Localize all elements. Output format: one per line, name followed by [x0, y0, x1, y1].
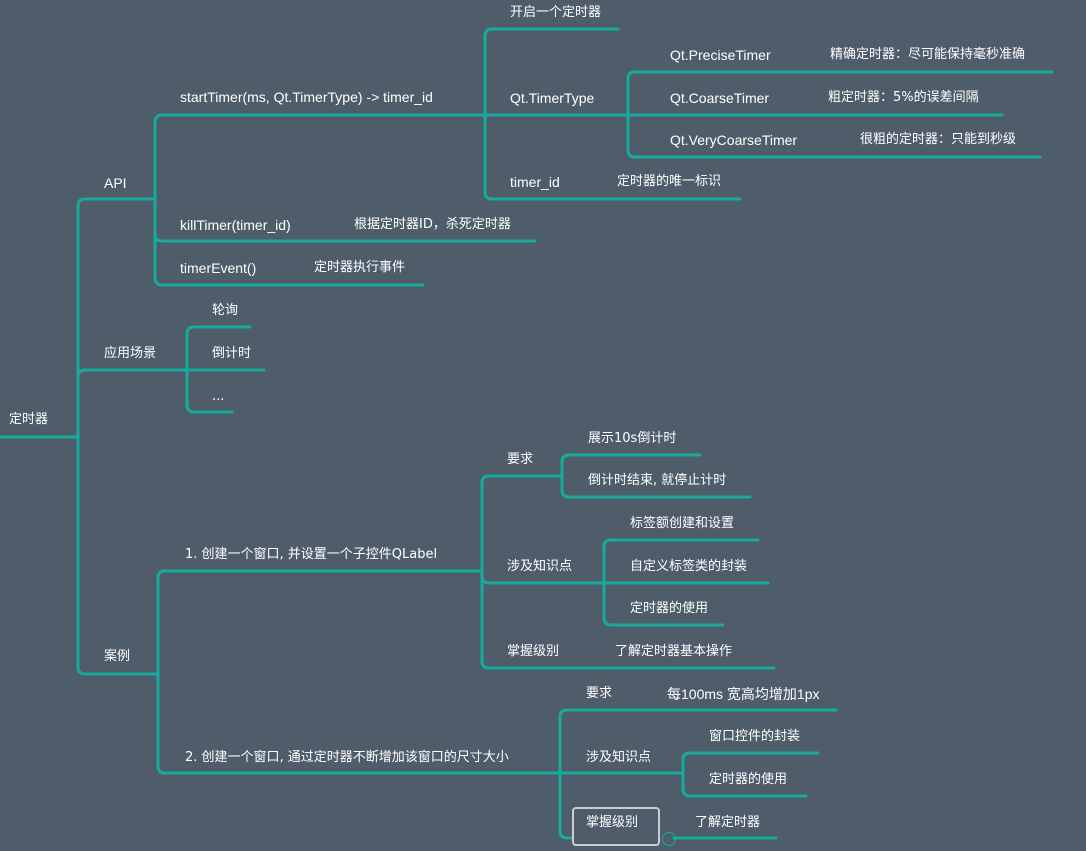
topic-kill-desc[interactable]: 根据定时器ID，杀死定时器	[354, 217, 511, 232]
topic-coarse-timer[interactable]: Qt.CoarseTimer	[670, 90, 770, 106]
collapse-toggle-icon[interactable]	[662, 832, 676, 846]
topic-open-timer[interactable]: 开启一个定时器	[510, 5, 602, 20]
root-connector-branch-2	[76, 435, 160, 676]
topic-case1-req[interactable]: 要求	[507, 452, 534, 467]
topic-kill-timer[interactable]: killTimer(timer_id)	[180, 217, 291, 233]
start-connector-branch-0	[483, 27, 620, 117]
start-connector-branch-2	[483, 113, 742, 201]
scenes-connector-branch-2	[185, 368, 234, 414]
topic-api[interactable]: API	[104, 175, 127, 191]
topic-precise-desc[interactable]: 精确定时器：尽可能保持毫秒准确	[830, 47, 1026, 62]
root-connector-branch-1	[76, 368, 187, 439]
topic-case2-level[interactable]: 掌握级别	[586, 815, 639, 830]
topic-timer-event[interactable]: timerEvent()	[180, 260, 257, 276]
topic-start-timer[interactable]: startTimer(ms, Qt.TimerType) -> timer_id	[180, 89, 433, 105]
topic-precise-timer[interactable]: Qt.PreciseTimer	[670, 47, 771, 63]
root-connector-branch-0	[76, 197, 157, 439]
topic-case1-know-2[interactable]: 自定义标签类的封装	[630, 559, 748, 574]
topic-more[interactable]: ...	[212, 389, 225, 404]
topic-timer-type[interactable]: Qt.TimerType	[510, 90, 595, 106]
topic-timer-id[interactable]: timer_id	[510, 174, 560, 190]
cases-connector-branch-1	[156, 672, 562, 775]
topic-case2-req[interactable]: 要求	[586, 686, 613, 701]
topic-case1-req-1[interactable]: 展示10s倒计时	[588, 431, 677, 446]
topic-case1[interactable]: 1. 创建一个窗口, 并设置一个子控件QLabel	[185, 547, 438, 562]
selected-topic-frame[interactable]	[572, 807, 660, 846]
topic-case2-know[interactable]: 涉及知识点	[586, 750, 652, 765]
topic-case2[interactable]: 2. 创建一个窗口, 通过定时器不断增加该窗口的尺寸大小	[185, 750, 509, 765]
topic-case1-know-1[interactable]: 标签额创建和设置	[630, 516, 735, 531]
cases-connector-branch-0	[156, 569, 484, 676]
api-connector-branch-2	[153, 197, 425, 287]
topic-timer-id-desc[interactable]: 定时器的唯一标识	[617, 174, 722, 189]
topic-case2-know-1[interactable]: 窗口控件的封装	[709, 729, 801, 744]
topic-very-coarse-timer[interactable]: Qt.VeryCoarseTimer	[670, 132, 798, 148]
topic-cases[interactable]: 案例	[104, 649, 131, 664]
scenes-connector-branch-0	[185, 325, 252, 372]
topic-case2-req-desc[interactable]: 每100ms 宽高均增加1px	[667, 686, 820, 702]
topic-timer-event-desc[interactable]: 定时器执行事件	[314, 260, 406, 275]
root-topic[interactable]: 定时器	[9, 412, 49, 427]
case1-req-connector-branch-0	[560, 453, 702, 478]
topic-case2-level-desc[interactable]: 了解定时器	[695, 815, 761, 830]
case1-connector-branch-0	[480, 474, 564, 573]
topic-case1-level-desc[interactable]: 了解定时器基本操作	[615, 644, 733, 659]
case1-req-connector-branch-1	[560, 474, 752, 499]
topic-case1-level[interactable]: 掌握级别	[507, 644, 560, 659]
topic-case2-know-2[interactable]: 定时器的使用	[709, 772, 788, 787]
case1-know-connector-branch-0	[602, 538, 760, 585]
topic-very-coarse-desc[interactable]: 很粗的定时器：只能到秒级	[860, 132, 1017, 147]
case2-know-connector-branch-1	[681, 771, 808, 798]
case1-know-connector-branch-2	[602, 581, 725, 627]
topic-scenes[interactable]: 应用场景	[104, 346, 157, 361]
case1-connector-branch-2	[480, 569, 776, 670]
topic-case1-req-2[interactable]: 倒计时结束, 就停止计时	[588, 473, 727, 488]
case2-know-connector-branch-0	[681, 751, 820, 775]
topic-case1-know[interactable]: 涉及知识点	[507, 559, 573, 574]
timertype-connector-branch-2	[626, 113, 1042, 159]
case2-connector-branch-2	[558, 771, 574, 840]
topic-coarse-desc[interactable]: 粗定时器：5%的误差间隔	[828, 90, 979, 105]
api-connector-branch-0	[153, 113, 487, 201]
topic-countdown[interactable]: 倒计时	[212, 346, 252, 361]
case2-connector-branch-0	[558, 708, 838, 775]
topic-case1-know-3[interactable]: 定时器的使用	[630, 601, 709, 616]
topic-poll[interactable]: 轮询	[212, 303, 239, 318]
timertype-connector-branch-0	[626, 70, 1054, 117]
